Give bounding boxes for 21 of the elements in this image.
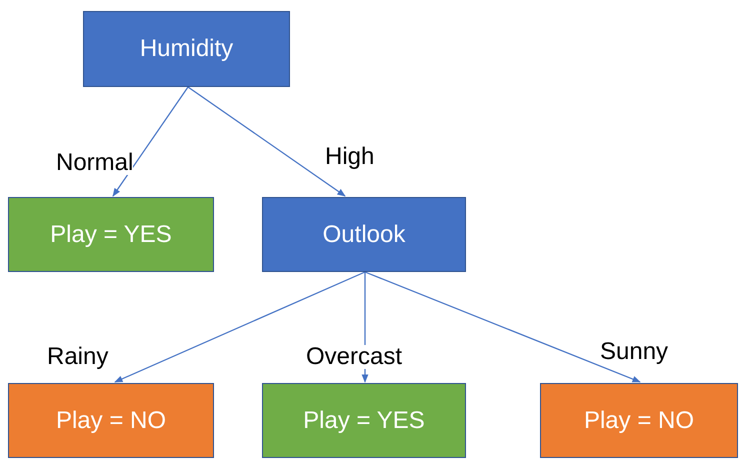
tree-node-box <box>83 11 290 87</box>
tree-node-box <box>8 383 214 458</box>
edge-label: Normal <box>56 151 134 175</box>
edge-label: Overcast <box>306 345 402 369</box>
node-label: Play = YES <box>50 220 172 250</box>
arrow <box>364 271 641 383</box>
node-label: Outlook <box>322 220 406 250</box>
edge-label: Sunny <box>600 340 668 364</box>
node-label: Play = NO <box>56 406 166 436</box>
arrow <box>112 86 188 197</box>
tree-node-box <box>262 383 466 458</box>
arrow <box>114 271 366 383</box>
tree-node-box <box>540 383 738 458</box>
arrow <box>188 86 346 196</box>
node-label: Play = YES <box>303 406 425 436</box>
edge-label: Rainy <box>47 345 108 369</box>
node-label: Humidity <box>140 34 234 64</box>
tree-node-box <box>262 197 466 272</box>
tree-node-box <box>8 197 214 272</box>
node-label: Play = NO <box>584 406 694 436</box>
edge-label: High <box>325 145 374 169</box>
